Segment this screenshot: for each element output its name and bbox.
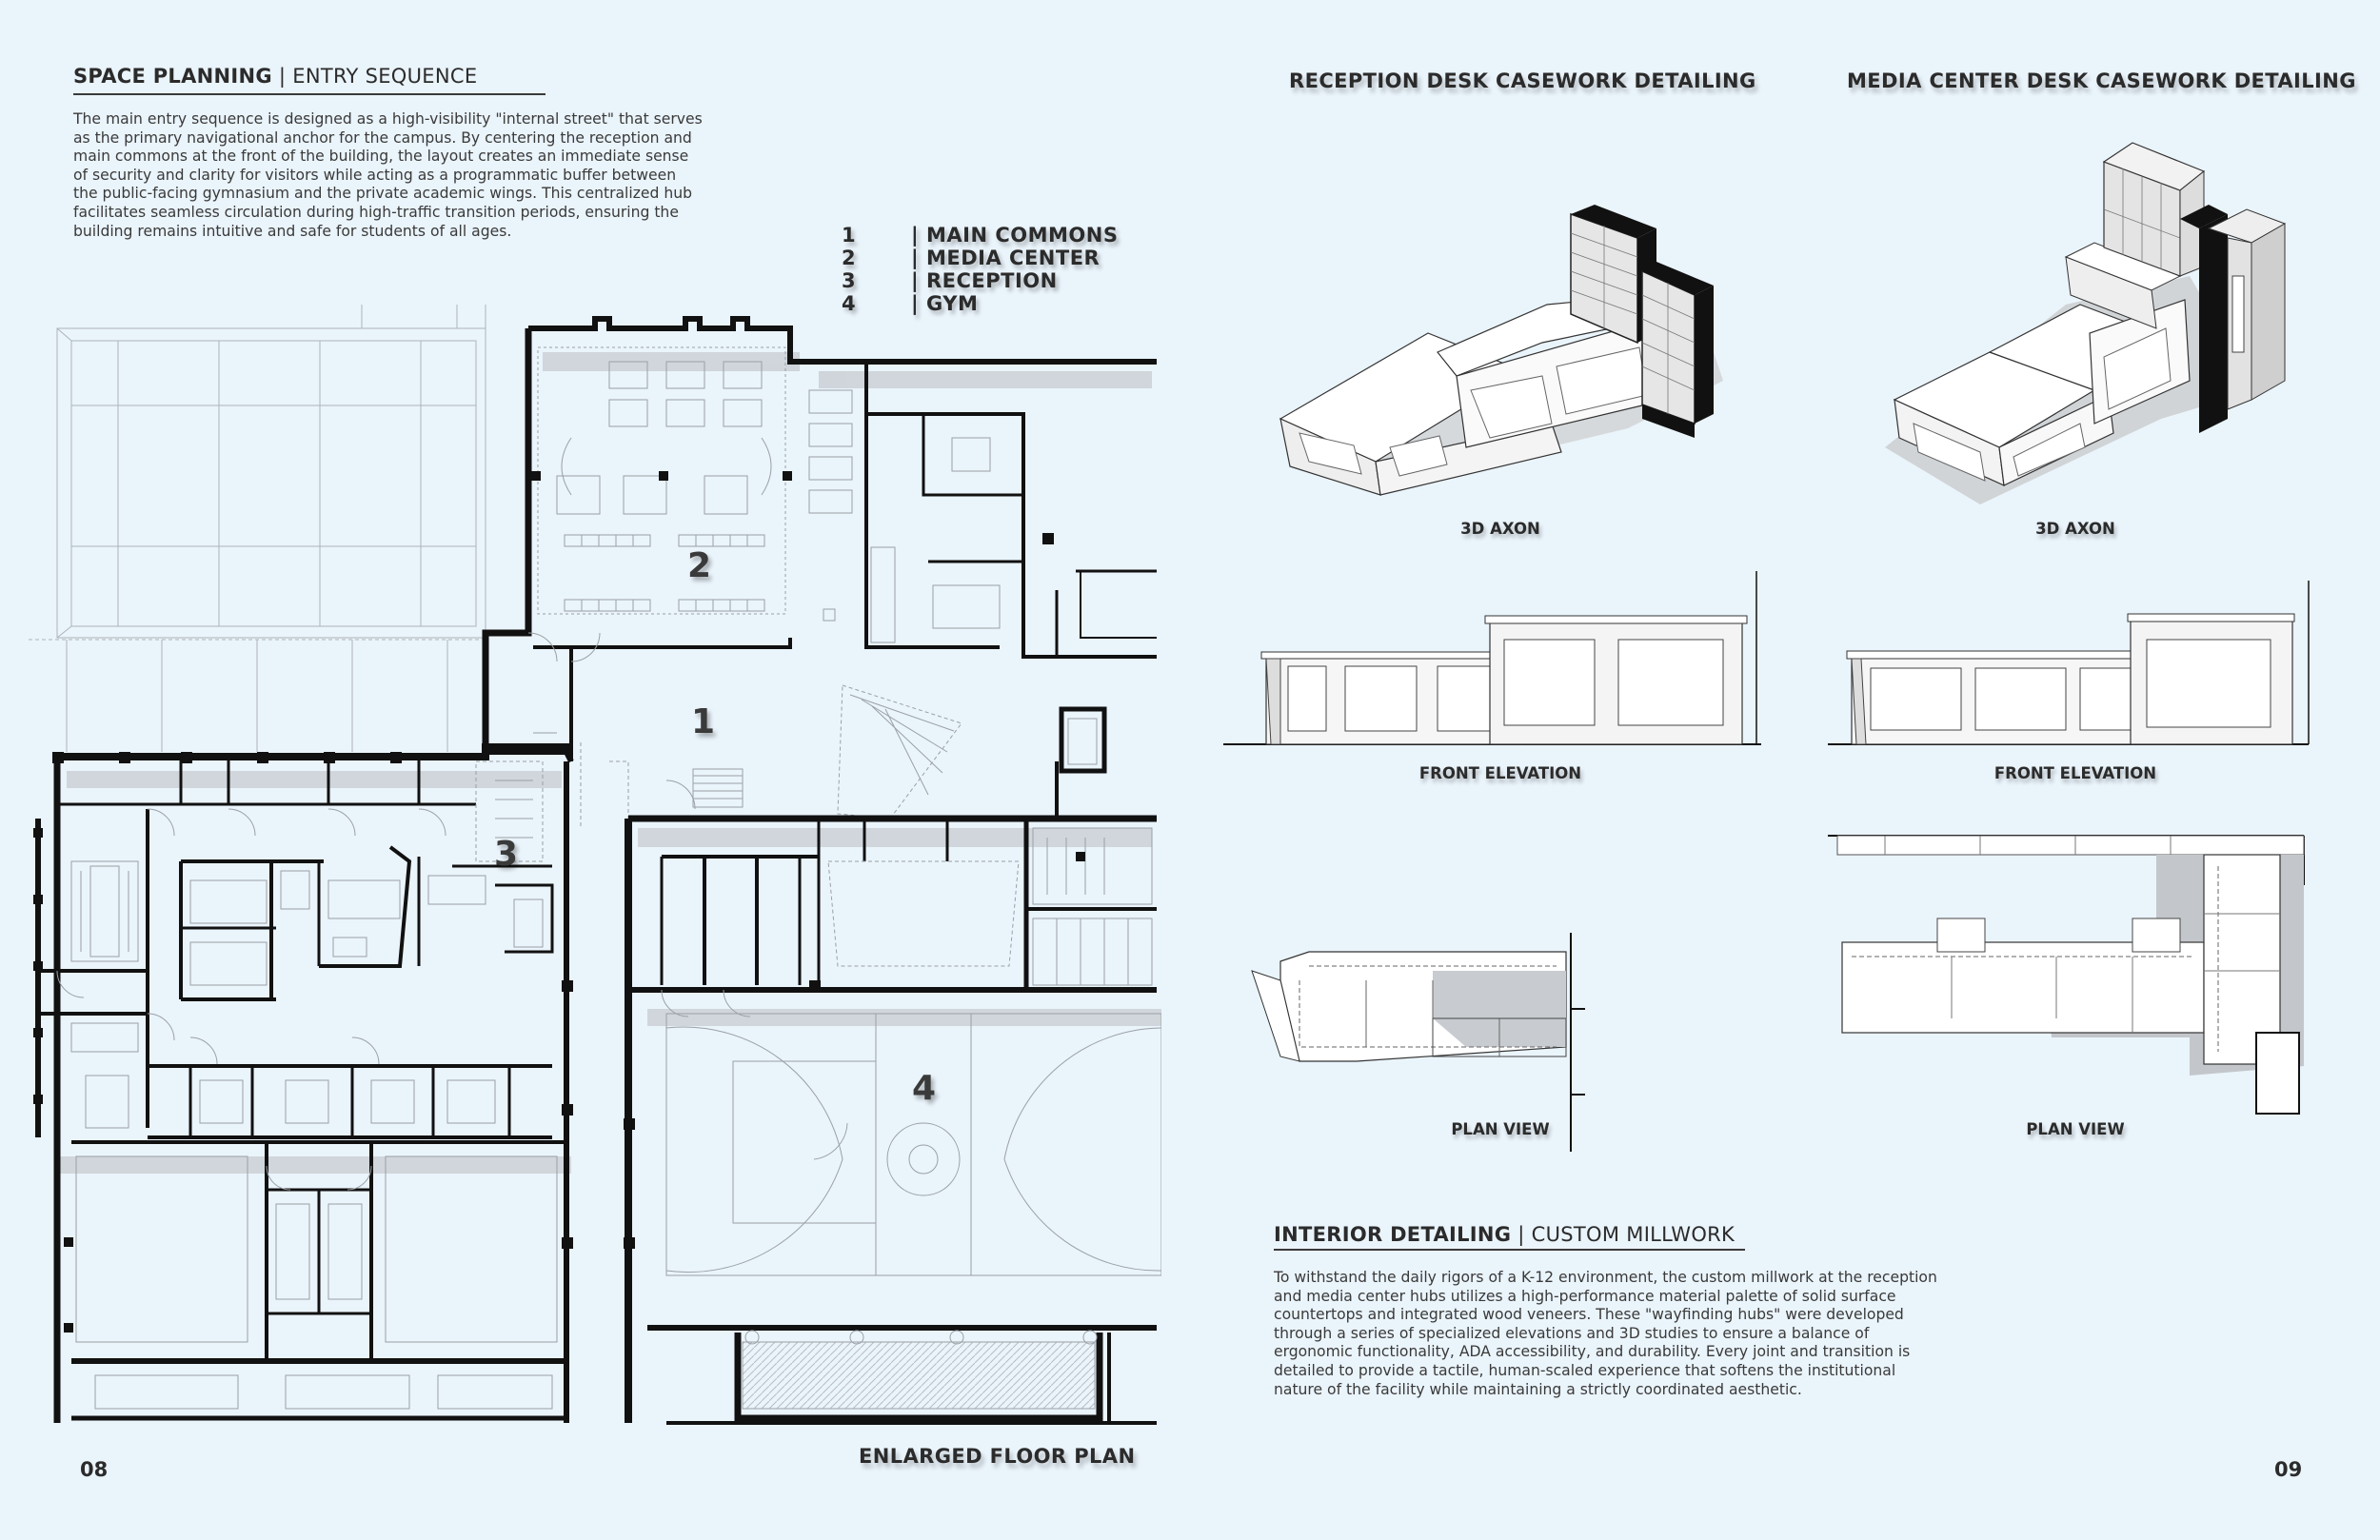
- space-planning-title: SPACE PLANNING | ENTRY SEQUENCE: [73, 65, 477, 88]
- interior-detailing-body: To withstand the daily rigors of a K-12 …: [1274, 1269, 1978, 1399]
- plan-label-gym: 4: [912, 1069, 937, 1108]
- body-line: facilitates seamless circulation during …: [73, 203, 679, 221]
- legend-item-gym: 4 | GYM: [842, 292, 978, 315]
- space-planning-rule: [73, 93, 545, 95]
- space-planning-body: The main entry sequence is designed as a…: [73, 110, 740, 241]
- media-plan-caption: PLAN VIEW: [2026, 1120, 2125, 1138]
- reception-front-elevation: [1223, 571, 1761, 745]
- body-line: the public-facing gymnasium and the priv…: [73, 185, 693, 203]
- legend-item-media-center: 2 | MEDIA CENTER: [842, 247, 1100, 269]
- legend-number: 2: [842, 247, 857, 269]
- media-desk-title: MEDIA CENTER DESK CASEWORK DETAILING: [1847, 69, 2356, 92]
- legend-label: | GYM: [911, 292, 979, 315]
- media-front-elevation: [1828, 581, 2310, 745]
- body-line: countertops and integrated wood veneers.…: [1274, 1306, 1904, 1324]
- body-line: as the primary navigational anchor for t…: [73, 128, 692, 147]
- page-number-right: 09: [2274, 1458, 2303, 1481]
- page-number-left: 08: [80, 1458, 109, 1481]
- legend-item-reception: 3 | RECEPTION: [842, 269, 1058, 292]
- plan-label-media: 2: [687, 546, 712, 585]
- floor-plan-caption: ENLARGED FLOOR PLAN: [859, 1445, 1136, 1468]
- space-planning-title-sub: ENTRY SEQUENCE: [292, 65, 478, 88]
- body-line: nature of the facility while maintaining…: [1274, 1380, 1802, 1398]
- legend-label: | MEDIA CENTER: [911, 247, 1101, 269]
- space-planning-title-bold: SPACE PLANNING: [73, 65, 272, 88]
- reception-plan-caption: PLAN VIEW: [1451, 1120, 1550, 1138]
- reception-desk-title: RECEPTION DESK CASEWORK DETAILING: [1289, 69, 1756, 92]
- body-line: To withstand the daily rigors of a K-12 …: [1274, 1269, 1937, 1286]
- plan-label-commons: 1: [691, 702, 716, 741]
- body-line: of security and clarity for visitors whi…: [73, 166, 677, 184]
- legend-label: | RECEPTION: [911, 269, 1058, 292]
- reception-plan-view: [1251, 933, 1585, 1152]
- interior-detailing-title: INTERIOR DETAILING | CUSTOM MILLWORK: [1274, 1223, 1735, 1246]
- body-line: ergonomic functionality, ADA accessibili…: [1274, 1343, 1911, 1361]
- body-line: main commons at the front of the buildin…: [73, 148, 689, 166]
- legend-number: 4: [842, 292, 857, 315]
- reception-axon-caption: 3D AXON: [1460, 520, 1540, 538]
- media-axon-drawing: [1885, 142, 2287, 504]
- interior-detailing-title-sub: CUSTOM MILLWORK: [1531, 1223, 1735, 1246]
- reception-front-caption: FRONT ELEVATION: [1418, 764, 1582, 782]
- legend-label: | MAIN COMMONS: [911, 224, 1119, 247]
- interior-detailing-title-bold: INTERIOR DETAILING: [1274, 1223, 1512, 1246]
- enlarged-floor-plan: [29, 305, 1161, 1425]
- body-line: The main entry sequence is designed as a…: [73, 110, 703, 128]
- reception-axon-drawing: [1279, 205, 1723, 496]
- legend-number: 1: [842, 224, 857, 247]
- body-line: and media center hubs utilizes a high-pe…: [1274, 1287, 1896, 1305]
- legend-item-main-commons: 1 | MAIN COMMONS: [842, 224, 1118, 247]
- media-plan-view: [1828, 835, 2305, 1115]
- title-separator: |: [1511, 1223, 1532, 1246]
- plan-label-reception: 3: [494, 835, 519, 874]
- media-axon-caption: 3D AXON: [2035, 520, 2115, 538]
- media-front-caption: FRONT ELEVATION: [1993, 764, 2157, 782]
- legend-number: 3: [842, 269, 857, 292]
- interior-detailing-rule: [1274, 1249, 1745, 1251]
- body-line: detailed to provide a tactile, human-sca…: [1274, 1361, 1896, 1379]
- body-line: building remains intuitive and safe for …: [73, 222, 512, 240]
- title-separator: |: [271, 65, 293, 88]
- body-line: through a series of specialized elevatio…: [1274, 1324, 1870, 1342]
